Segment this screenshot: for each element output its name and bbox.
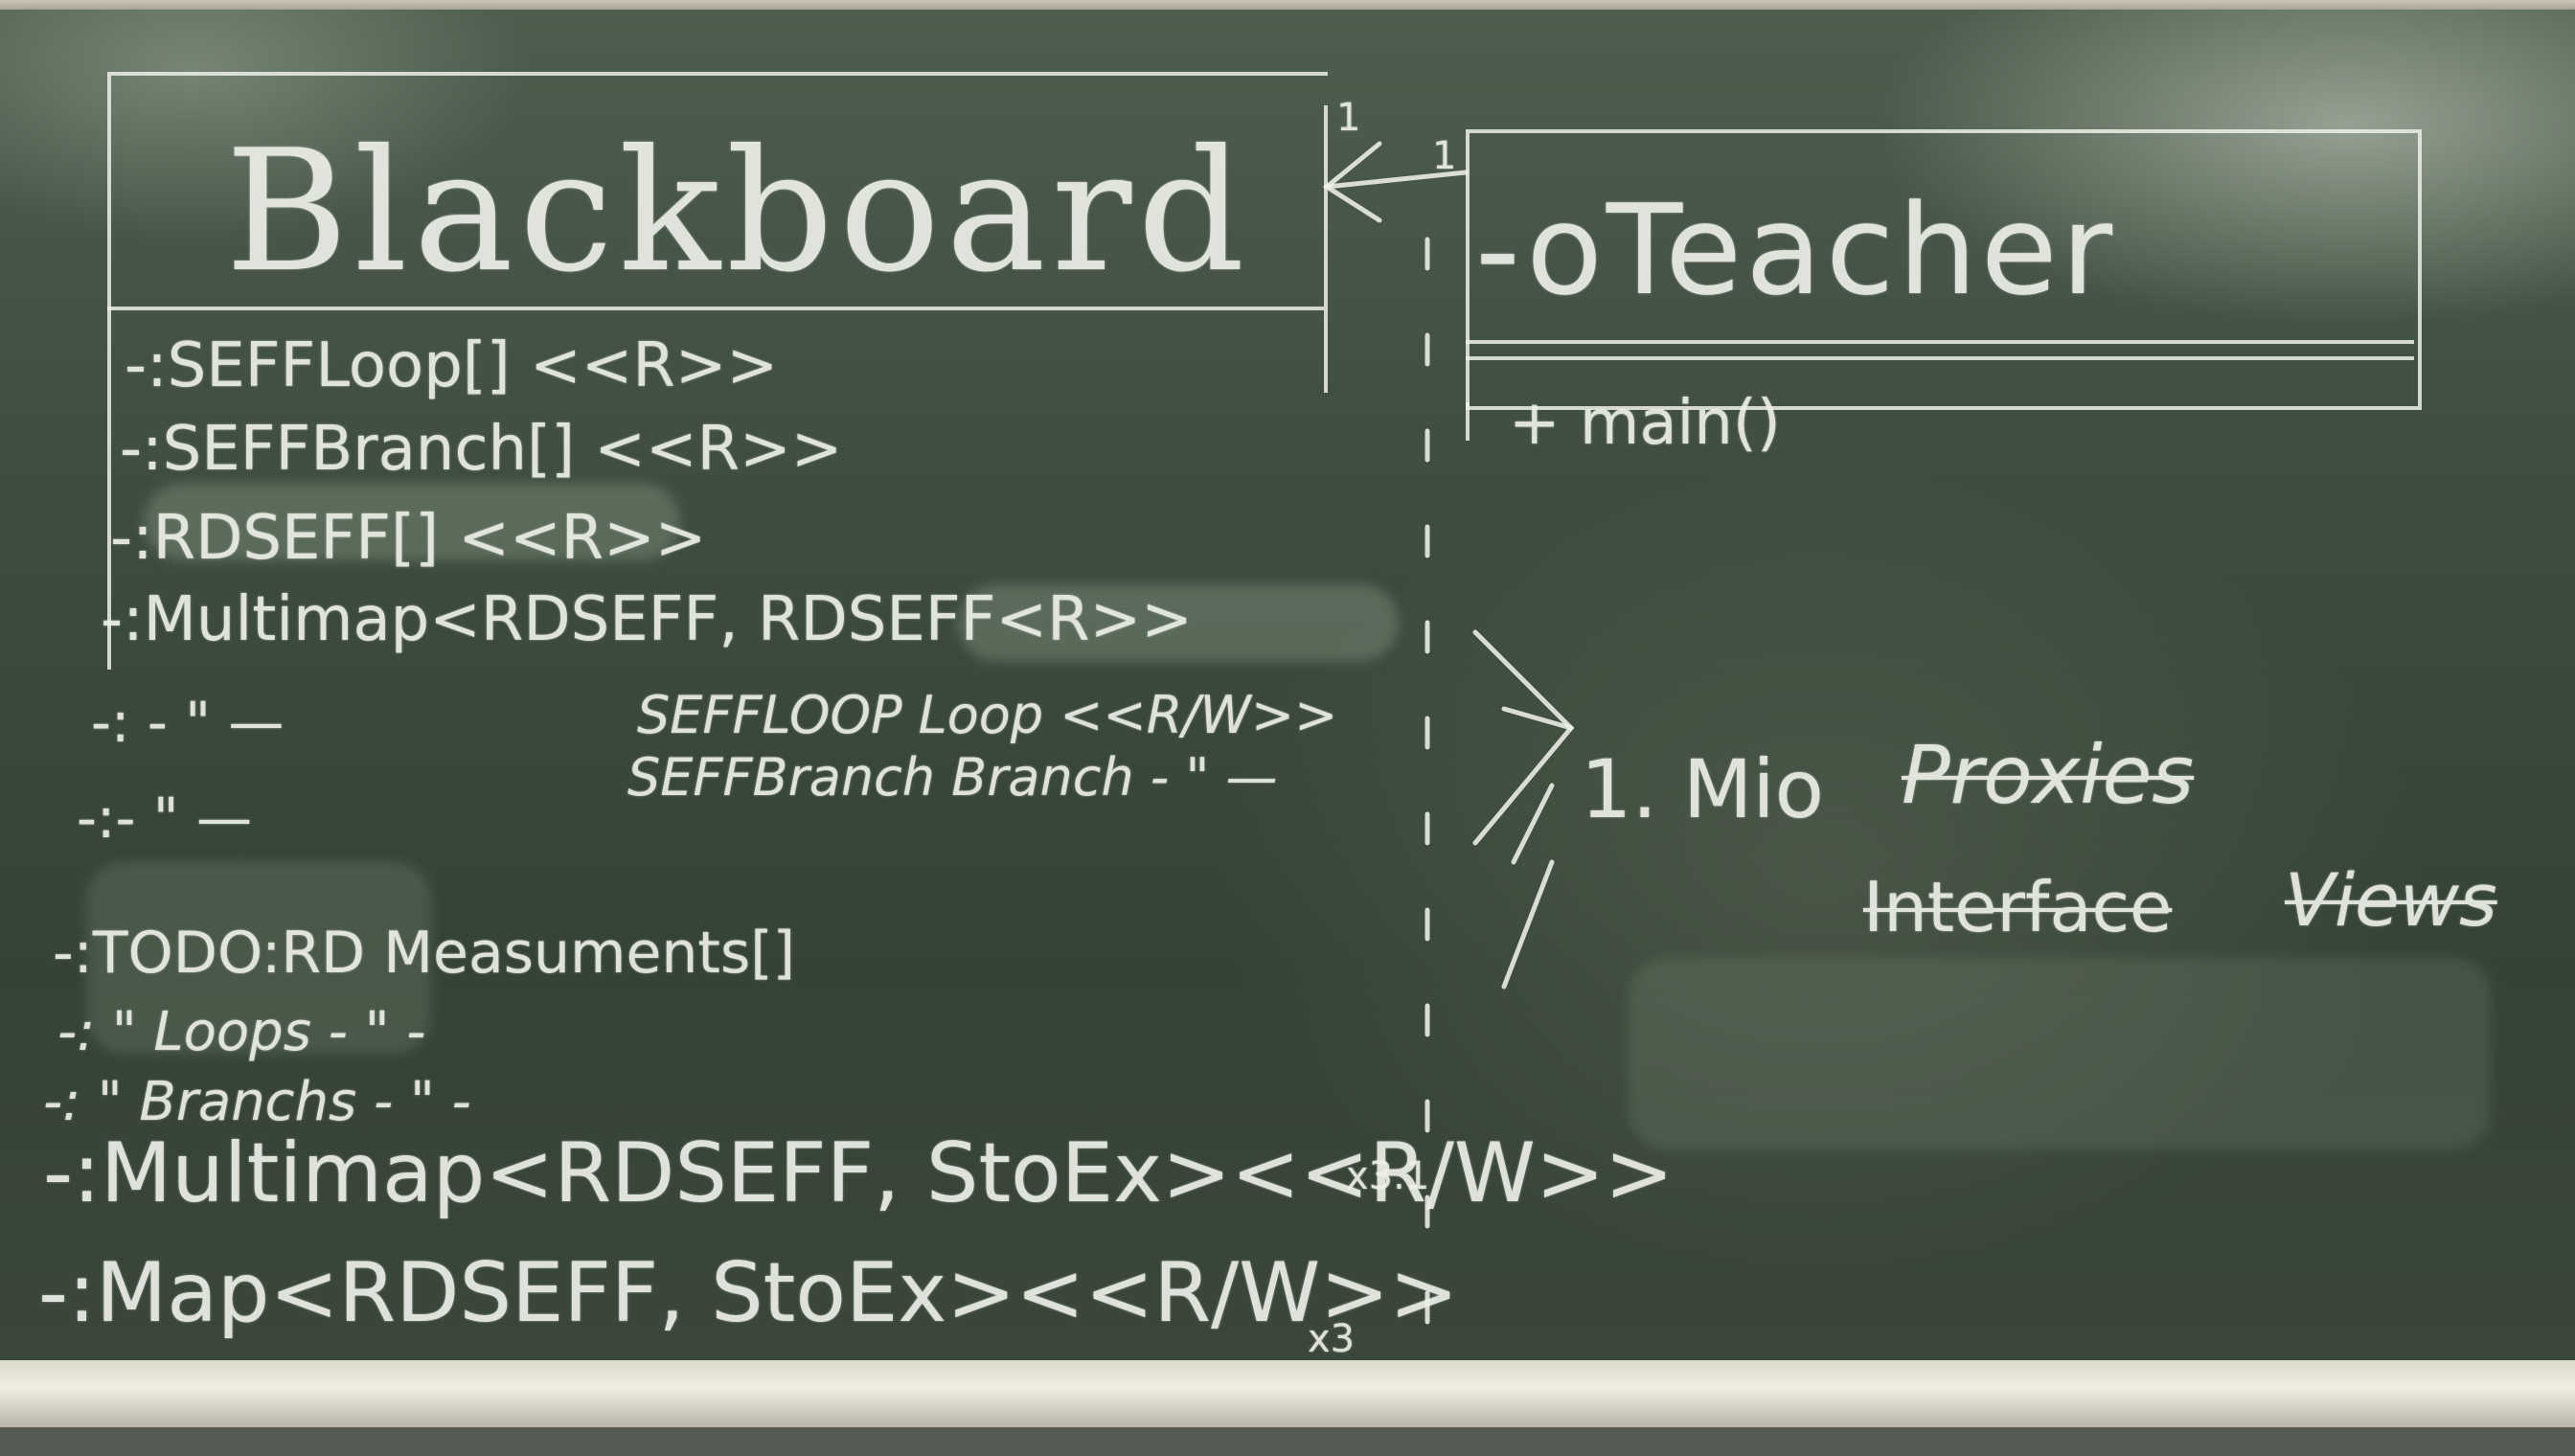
right-note-struck: Views [2285, 857, 2497, 943]
count-mark: x3.1 [1346, 1154, 1430, 1198]
attribute-line: -:Multimap<RDSEFF, RDSEFF<R>> [101, 584, 1193, 655]
lower-line: -:Multimap<RDSEFF, StoEx><<R/W>> [43, 1126, 1675, 1221]
note-line: SEFFBranch Branch - " — [627, 747, 1278, 808]
lower-line: -:TODO:RD Measuments[] [53, 920, 796, 987]
erased-smudge [86, 862, 431, 1054]
erased-smudge [144, 484, 680, 560]
attribute-line: -:SEFFLoop[] <<R>> [125, 330, 779, 401]
floor-strip [0, 1427, 2575, 1456]
right-note-struck: Proxies [1902, 728, 2195, 822]
teacher-multiplicity: 1 [1432, 134, 1457, 178]
chalk-tray-rail [0, 1360, 2575, 1427]
teacher-operation: + main() [1509, 388, 1781, 459]
blackboard-class-divider [107, 307, 1324, 310]
count-mark: x3 [1308, 1317, 1356, 1361]
blackboard-class-box [107, 72, 1328, 670]
lower-line: -: " Loops - " - [57, 1001, 426, 1063]
teacher-class-left-edge [1466, 402, 1470, 441]
blackboard-multiplicity: 1 [1336, 96, 1361, 140]
note-line: SEFFLOOP Loop <<R/W>> [637, 685, 1338, 745]
right-note-struck: Interface [1863, 867, 2173, 947]
erased-smudge [958, 584, 1399, 661]
blackboard-class-right-edge [1324, 105, 1328, 393]
erased-smudge [1629, 958, 2491, 1149]
attribute-line: -: - " — [91, 690, 285, 755]
teacher-class-box [1466, 129, 2422, 410]
teacher-class-divider [1466, 340, 2414, 344]
attribute-line: -:RDSEFF[] <<R>> [110, 503, 707, 574]
attribute-line: -:SEFFBranch[] <<R>> [120, 414, 843, 485]
right-note-main: 1. Mio [1581, 742, 1825, 836]
teacher-class-title: -oTeacher [1475, 177, 2117, 323]
chalkboard [0, 10, 2575, 1379]
teacher-class-divider [1466, 356, 2414, 360]
blackboard-class-title: Blackboard [225, 115, 1251, 309]
attribute-line: -:- " — [77, 785, 252, 851]
lower-line: -:Map<RDSEFF, StoEx><<R/W>> [38, 1245, 1459, 1341]
lower-line: -: " Branchs - " - [43, 1071, 471, 1133]
